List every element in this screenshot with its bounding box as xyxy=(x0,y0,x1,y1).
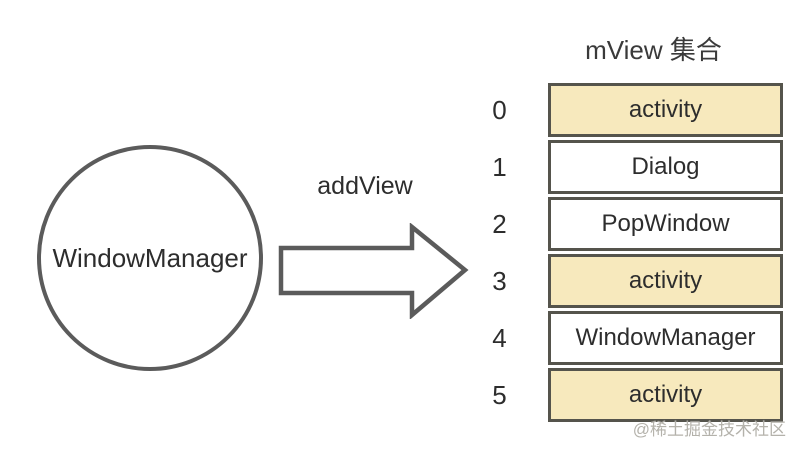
row-index: 4 xyxy=(492,323,507,353)
row-cell: WindowManager xyxy=(548,311,783,365)
list-item: 3 activity xyxy=(473,254,783,308)
row-cell: PopWindow xyxy=(548,197,783,251)
list-item: 4 WindowManager xyxy=(473,311,783,365)
row-index: 2 xyxy=(492,209,507,239)
mview-collection-list: 0 activity 1 Dialog 2 PopWindow 3 activi… xyxy=(473,83,783,422)
windowmanager-node: WindowManager xyxy=(37,145,263,371)
row-cell: Dialog xyxy=(548,140,783,194)
mview-collection-title: mView 集合 xyxy=(585,35,722,65)
list-item: 5 activity xyxy=(473,368,783,422)
addview-arrow-label: addView xyxy=(317,172,413,200)
watermark: @稀土掘金技术社区 xyxy=(632,420,786,439)
row-index: 3 xyxy=(492,266,507,296)
windowmanager-node-label: WindowManager xyxy=(52,242,248,273)
row-cell: activity xyxy=(548,368,783,422)
row-cell: activity xyxy=(548,83,783,137)
row-cell: activity xyxy=(548,254,783,308)
row-index: 5 xyxy=(492,380,507,410)
list-item: 2 PopWindow xyxy=(473,197,783,251)
block-arrow-right-icon xyxy=(278,223,469,319)
list-item: 0 activity xyxy=(473,83,783,137)
row-index: 0 xyxy=(492,95,507,125)
row-index: 1 xyxy=(492,152,507,182)
list-item: 1 Dialog xyxy=(473,140,783,194)
